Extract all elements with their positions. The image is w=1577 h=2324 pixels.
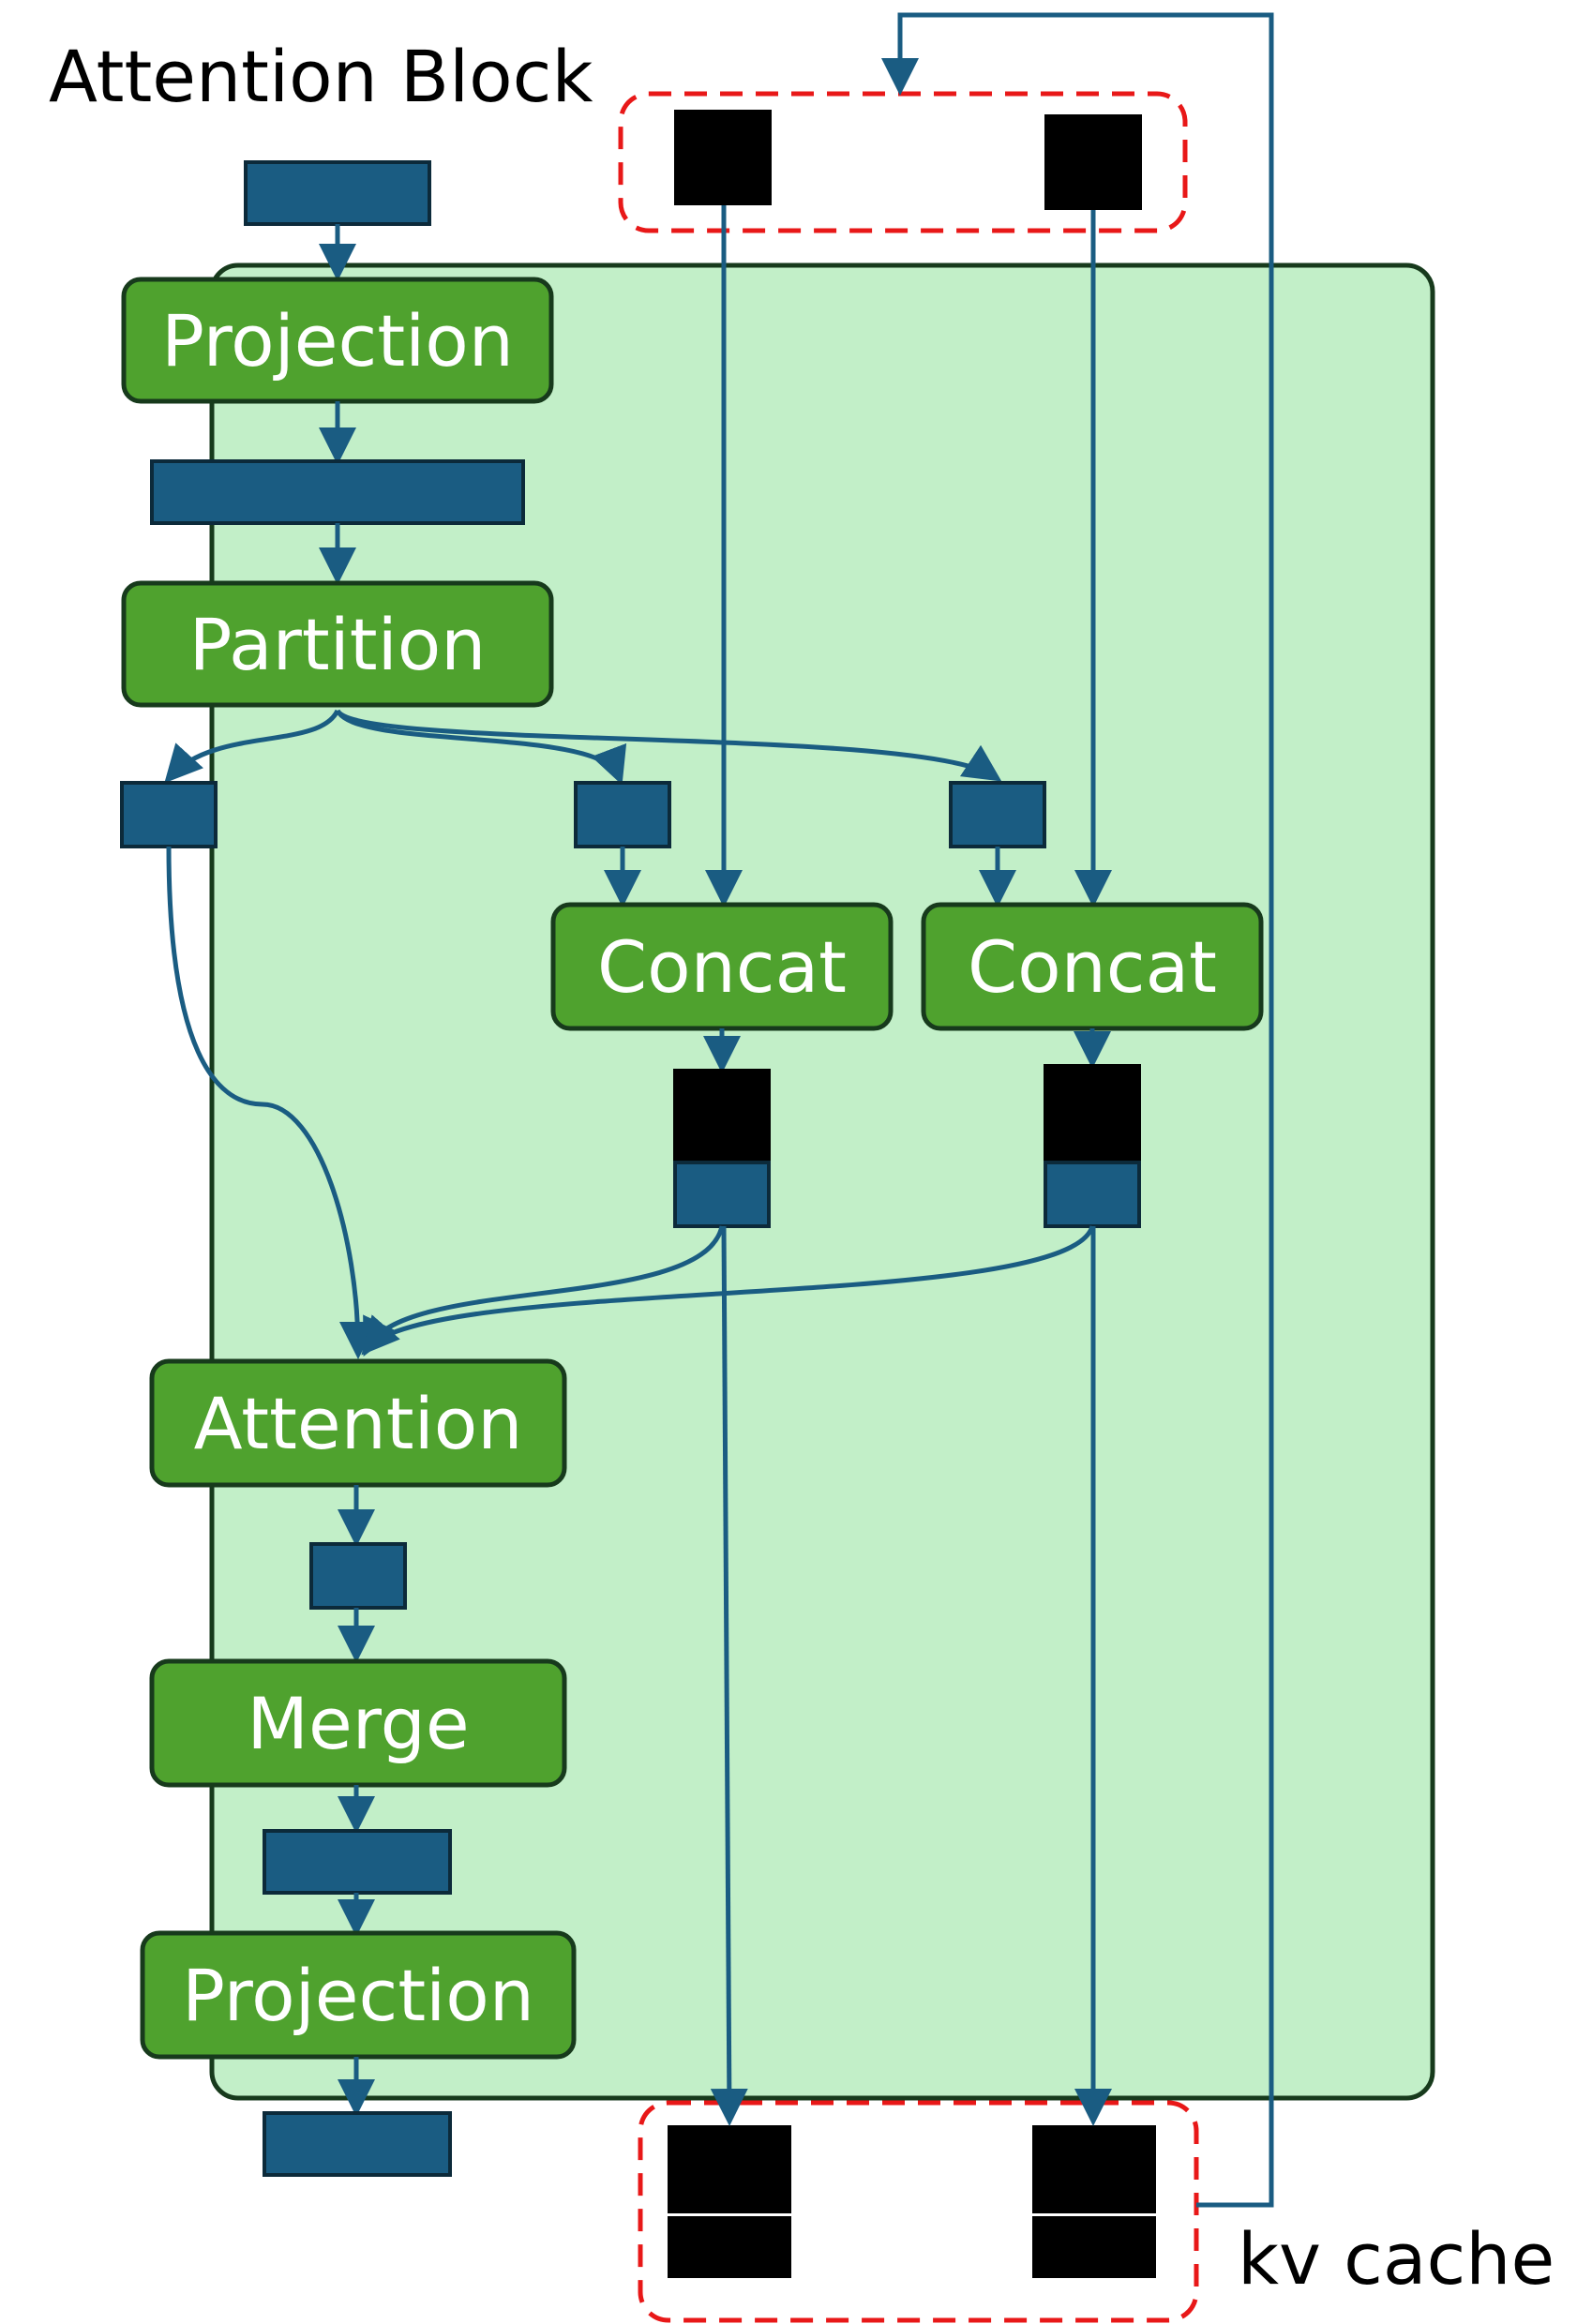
- concat-v-label: Concat: [968, 925, 1217, 1009]
- tensor-output: [263, 2111, 452, 2177]
- cache-k-output-new: [668, 2125, 791, 2213]
- tensor-merged: [263, 1829, 452, 1895]
- arrow-partition-to-q: [164, 709, 340, 784]
- diagram-title: Attention Block: [49, 35, 593, 118]
- cache-feedback-connector: [881, 12, 1274, 2208]
- concat-v-new-part: [1044, 1161, 1141, 1228]
- concat-k-new-part: [673, 1161, 771, 1228]
- tensor-v: [949, 781, 1046, 848]
- concat-k-cache-part: [673, 1069, 771, 1162]
- arrow-q-to-attention: [166, 846, 377, 1359]
- concat-k-label: Concat: [597, 925, 847, 1009]
- tensor-k: [574, 781, 671, 848]
- cache-output-group: [638, 2100, 1199, 2323]
- arrow-partition-to-v: [335, 709, 1002, 782]
- attention-label: Attention: [194, 1382, 523, 1465]
- arrow-v-to-attention: [361, 1225, 1095, 1356]
- cache-k-output-old: [668, 2216, 791, 2278]
- attention-block-container: [209, 262, 1435, 2101]
- merge-label: Merge: [247, 1682, 469, 1765]
- projection-out-label: Projection: [182, 1954, 534, 2037]
- concat-v-cache-part: [1044, 1064, 1141, 1162]
- arrow-k-to-cache-output: [710, 1225, 748, 2126]
- cache-v-output-old: [1032, 2216, 1156, 2278]
- arrow-partition-to-k: [335, 709, 626, 786]
- tensor-q: [120, 781, 218, 848]
- partition-node: [121, 580, 554, 708]
- partition-label: Partition: [189, 603, 487, 686]
- cache-k-input: [674, 110, 772, 205]
- cache-v-output-new: [1032, 2125, 1156, 2213]
- cache-v-input: [1044, 114, 1142, 210]
- tensor-qkv: [150, 459, 525, 525]
- tensor-input: [244, 160, 431, 226]
- projection-in-label: Projection: [161, 299, 514, 382]
- tensor-attention-out: [309, 1542, 407, 1610]
- kv-cache-label: kv cache: [1238, 2217, 1554, 2301]
